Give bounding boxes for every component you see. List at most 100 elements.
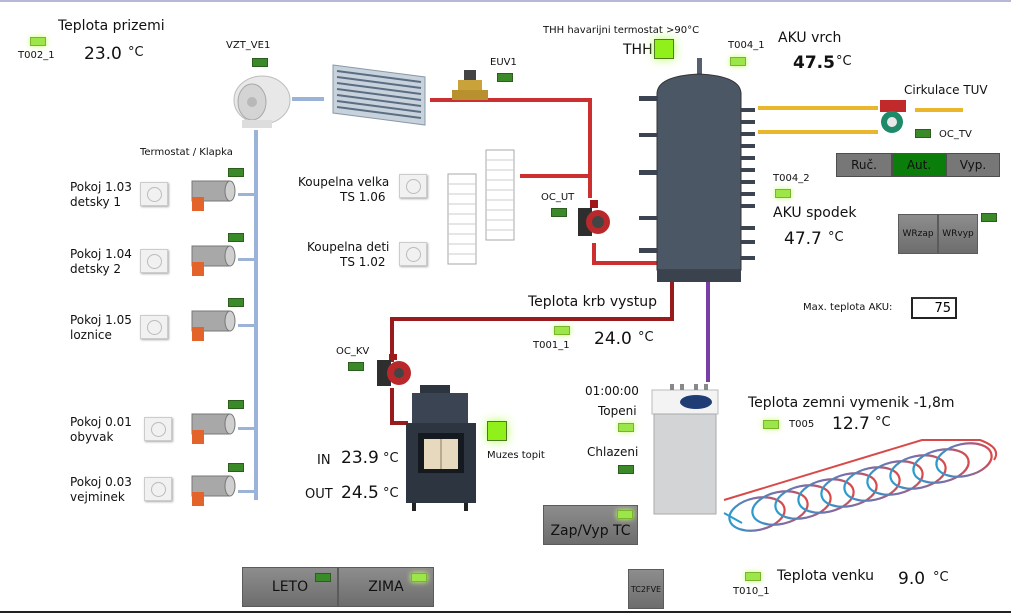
fireplace-out-unit: °C xyxy=(383,486,399,501)
pump-oc-kv-icon[interactable] xyxy=(375,354,415,390)
max-aku-input[interactable] xyxy=(911,297,957,319)
mode-off-button[interactable]: Vyp. xyxy=(946,153,1000,177)
topeni-label: Topeni xyxy=(598,404,637,418)
oc-ut-label: OC_UT xyxy=(541,192,575,203)
valve-label: EUV1 xyxy=(490,57,517,68)
mode-manual-button[interactable]: Ruč. xyxy=(836,153,892,177)
heat-exchanger-icon xyxy=(332,64,426,126)
krb-vystup-led xyxy=(554,326,570,335)
damper-led xyxy=(228,168,244,177)
fireplace-icon xyxy=(406,385,476,511)
leto-label: LETO xyxy=(271,579,309,595)
damper-led xyxy=(228,298,244,307)
damper-icon[interactable] xyxy=(188,470,236,510)
cirkulace-title: Cirkulace TUV xyxy=(904,83,988,97)
thermostat-icon[interactable] xyxy=(144,417,172,441)
thh-caption: THH havarijni termostat >90°C xyxy=(543,25,700,36)
oc-tv-led xyxy=(915,129,931,138)
vent-branch-5 xyxy=(238,490,256,493)
damper-icon[interactable] xyxy=(188,408,236,448)
krb-vystup-value: 24.0 xyxy=(594,329,632,349)
room-name: Pokoj 1.05 xyxy=(70,313,132,327)
prizemi-sensor-id: T002_1 xyxy=(18,50,55,61)
fan-led xyxy=(252,58,268,67)
valve-icon[interactable] xyxy=(452,68,488,102)
aku-vrch-led xyxy=(730,57,746,66)
termostat-klapka-header: Termostat / Klapka xyxy=(140,147,233,158)
venku-title: Teplota venku xyxy=(777,568,874,584)
oc-ut-led xyxy=(551,208,567,217)
max-aku-label: Max. teplota AKU: xyxy=(803,302,893,313)
thermostat-icon[interactable] xyxy=(140,182,168,206)
thermostat-icon[interactable] xyxy=(399,242,427,266)
thh-label: THH xyxy=(623,42,653,58)
hot-pipe-pump-out xyxy=(592,243,596,263)
prizemi-led xyxy=(30,37,46,46)
krb-pipe-horizontal xyxy=(390,317,674,321)
room-name: Pokoj 0.01 xyxy=(70,415,132,429)
aku-spodek-sensor-id: T004_2 xyxy=(773,173,810,184)
hot-pipe-top xyxy=(430,98,590,102)
krb-pipe-to-fireplace xyxy=(390,388,394,424)
bathroom-deti-id: TS 1.02 xyxy=(340,255,386,269)
chlazeni-led xyxy=(618,465,634,474)
chlazeni-label: Chlazeni xyxy=(587,445,639,459)
fireplace-in-label: IN xyxy=(317,453,331,468)
valve-led xyxy=(497,73,513,82)
wr-led xyxy=(981,213,997,222)
hot-pipe-to-tank xyxy=(592,261,657,265)
damper-icon[interactable] xyxy=(188,240,236,280)
pump-oc-ut-icon[interactable] xyxy=(576,200,612,242)
thermostat-icon[interactable] xyxy=(140,315,168,339)
damper-icon[interactable] xyxy=(188,175,236,215)
aku-vrch-title: AKU vrch xyxy=(778,30,842,46)
damper-icon[interactable] xyxy=(188,305,236,345)
damper-led xyxy=(228,463,244,472)
thermostat-icon[interactable] xyxy=(140,249,168,273)
leto-button[interactable]: LETO xyxy=(242,567,338,607)
tuv-pipe-return xyxy=(915,108,963,112)
wr-on-button[interactable]: WRzap xyxy=(898,214,938,254)
venku-value: 9.0 xyxy=(898,569,926,589)
aku-vrch-sensor-id: T004_1 xyxy=(728,40,765,51)
oc-kv-led xyxy=(348,362,364,371)
fan-icon[interactable] xyxy=(232,72,294,130)
heat-pump-icon xyxy=(651,384,719,515)
prizemi-title: Teplota prizemi xyxy=(58,18,165,34)
room-description: loznice xyxy=(70,328,112,342)
bathroom-velka-name: Koupelna velka xyxy=(298,175,390,189)
topeni-led xyxy=(618,423,634,432)
bathroom-velka-id: TS 1.06 xyxy=(340,190,386,204)
zemni-vymenik-value: 12.7 xyxy=(832,414,870,434)
pump-oc-tv-icon[interactable] xyxy=(876,96,912,138)
thermostat-icon[interactable] xyxy=(144,477,172,501)
krb-pipe-fireplace-join xyxy=(390,421,408,425)
bathroom-deti-name: Koupelna deti xyxy=(307,240,390,254)
hot-pipe-radiator xyxy=(520,174,590,178)
fireplace-out-value: 24.5 xyxy=(341,483,379,503)
oc-kv-label: OC_KV xyxy=(336,346,370,357)
vent-branch-1 xyxy=(238,193,256,196)
damper-led xyxy=(228,233,244,242)
ground-coil-icon xyxy=(723,439,998,532)
fireplace-out-label: OUT xyxy=(305,487,333,502)
fireplace-in-unit: °C xyxy=(383,451,399,466)
mode-auto-button[interactable]: Aut. xyxy=(892,153,946,177)
aku-spodek-value: 47.7 xyxy=(784,229,822,249)
prizemi-value: 23.0 xyxy=(84,44,122,64)
damper-led xyxy=(228,400,244,409)
aku-spodek-unit: °C xyxy=(828,230,844,245)
krb-pipe-vertical-pump xyxy=(390,317,394,362)
muzes-topit-indicator xyxy=(487,421,507,441)
wr-off-button[interactable]: WRvyp xyxy=(938,214,978,254)
krb-vystup-title: Teplota krb vystup xyxy=(528,294,657,310)
vent-branch-3 xyxy=(238,324,256,327)
zima-led xyxy=(411,573,427,582)
venku-unit: °C xyxy=(933,570,949,585)
heatpump-toggle-led xyxy=(617,510,633,519)
vent-branch-4 xyxy=(238,427,256,430)
tc2fve-button[interactable]: TC2FVE xyxy=(628,569,664,609)
fan-label: VZT_VE1 xyxy=(226,40,271,51)
thermostat-icon[interactable] xyxy=(399,174,427,198)
room-description: detsky 2 xyxy=(70,262,122,276)
